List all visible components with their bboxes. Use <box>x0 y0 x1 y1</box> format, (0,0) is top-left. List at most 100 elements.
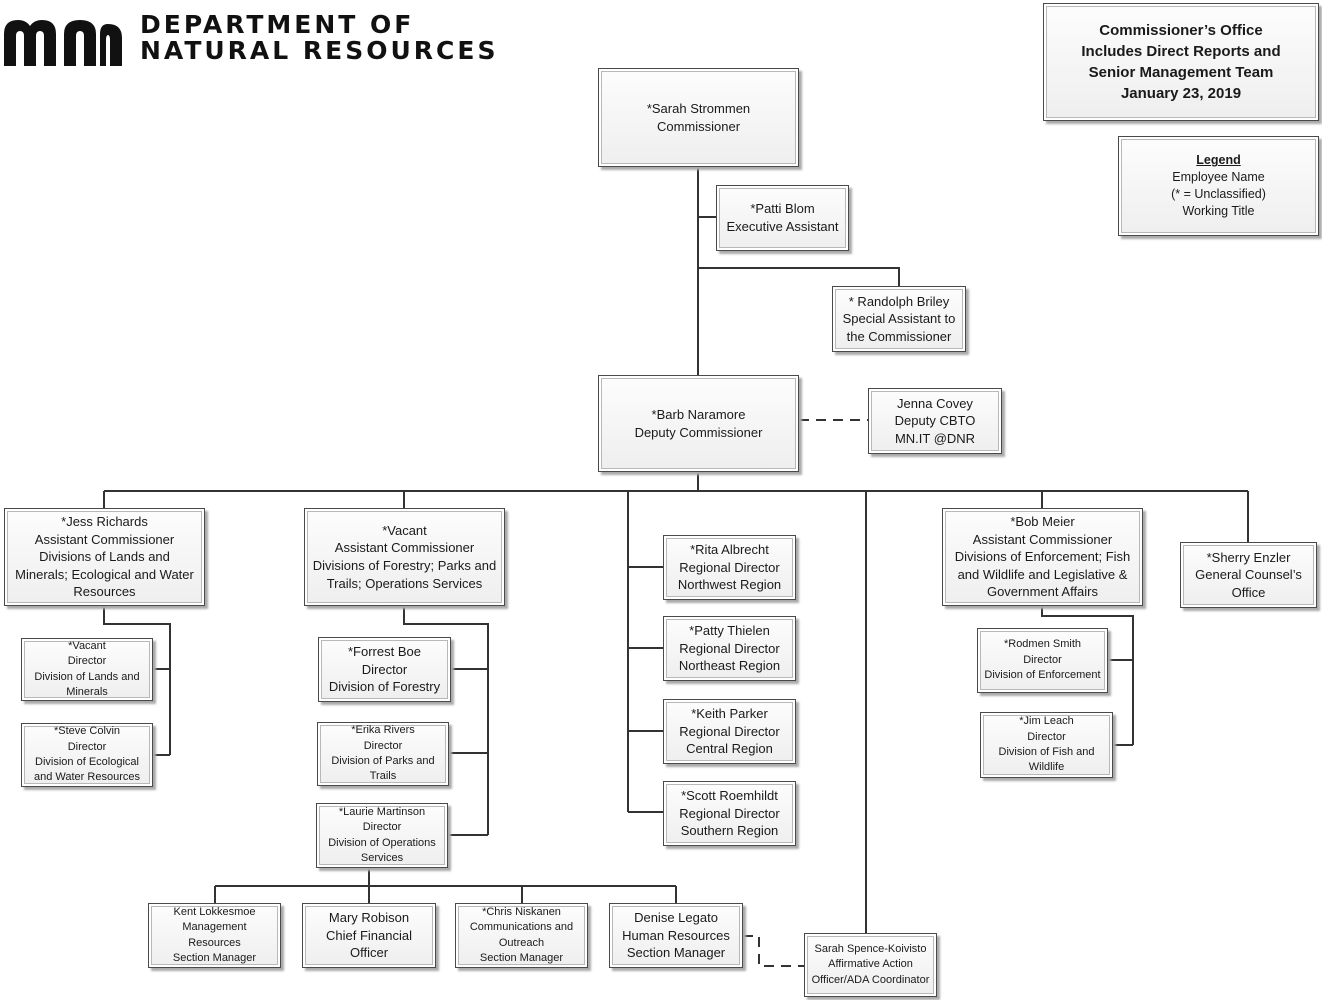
position-box-leach: *Jim Leach Director Division of Fish and… <box>980 712 1113 778</box>
position-name: *Sherry Enzler <box>1206 549 1291 565</box>
position-name: *Rodmen Smith <box>1003 638 1082 651</box>
mn-logo-icon <box>4 20 122 66</box>
position-title: Division of Ecological <box>35 756 139 768</box>
position-box-niskanen: *Chris Niskanen Communications and Outre… <box>455 903 588 968</box>
position-name: *Forrest Boe <box>348 644 421 660</box>
position-name: *Erika Rivers <box>351 724 415 737</box>
position-name: *Vacant <box>68 639 106 652</box>
position-box-thielen: *Patty Thielen Regional Director Northea… <box>663 616 796 681</box>
legend-line-3: Working Title <box>1182 203 1255 218</box>
position-title: Government Affairs <box>986 584 1099 600</box>
position-box-commissioner: *Sarah Strommen Commissioner <box>598 68 799 167</box>
position-title: Wildlife <box>1028 761 1065 774</box>
position-title: General Counsel’s <box>1195 567 1302 583</box>
position-title: Northeast Region <box>678 658 781 674</box>
position-box-spence-koivisto: Sarah Spence-Koivisto Affirmative Action… <box>804 933 937 997</box>
position-title: Director <box>67 655 107 668</box>
position-title: Divisions of Lands and <box>39 549 170 565</box>
position-box-vacant-lands-minerals: *Vacant Director Division of Lands and M… <box>21 638 153 701</box>
position-name: Denise Legato <box>634 910 718 926</box>
position-title: Regional Director <box>679 640 780 656</box>
position-box-boe: *Forrest Boe Director Division of Forest… <box>318 637 451 702</box>
position-title: Trails <box>369 770 397 783</box>
legend-line-2: (* = Unclassified) <box>1171 187 1266 201</box>
position-title: MN.IT @DNR <box>894 430 976 446</box>
position-name: *Patty Thielen <box>689 623 770 639</box>
position-title: Services <box>360 851 404 864</box>
position-title: the Commissioner <box>846 328 952 344</box>
position-box-roemhildt: *Scott Roemhildt Regional Director South… <box>663 781 796 846</box>
position-title: Division of Fish and <box>998 746 1095 758</box>
position-title: Outreach <box>498 936 545 949</box>
position-title: Division of Lands and <box>34 670 140 683</box>
position-title: Assistant Commissioner <box>34 531 175 547</box>
legend-line-1: Employee Name <box>1172 170 1265 185</box>
position-box-special-assistant: * Randolph Briley Special Assistant to t… <box>832 286 966 352</box>
position-title: Division of Enforcement <box>984 669 1101 682</box>
position-title: Management <box>182 921 247 934</box>
position-name: *Chris Niskanen <box>482 905 561 918</box>
position-title: Resources <box>73 584 136 600</box>
position-title: Communications and <box>469 921 574 934</box>
dnr-logo: DEPARTMENT OF NATURAL RESOURCES <box>4 10 495 66</box>
position-name: Mary Robison <box>328 910 410 926</box>
position-title: Officer <box>349 945 389 961</box>
position-title: Section Manager <box>172 951 257 964</box>
position-title: Section Manager <box>626 945 726 961</box>
position-name: *Steve Colvin <box>53 725 121 738</box>
position-name: *Patti Blom <box>750 201 815 217</box>
position-title: Affirmative Action <box>828 958 913 971</box>
position-title: Director <box>361 661 408 677</box>
position-box-deputy-cbto: Jenna Covey Deputy CBTO MN.IT @DNR <box>868 388 1002 454</box>
position-title: Central Region <box>686 741 773 757</box>
position-title: Director <box>1023 653 1062 666</box>
position-title: Minerals <box>66 685 108 698</box>
position-name: *Bob Meier <box>1010 514 1075 530</box>
position-title: Deputy Commissioner <box>634 424 763 440</box>
position-name: *Rita Albrecht <box>690 542 769 558</box>
position-box-executive-assistant: *Patti Blom Executive Assistant <box>716 185 849 251</box>
position-title: Minerals; Ecological and Water <box>15 566 194 582</box>
commissioners-office-header: Commissioner’s Office Includes Direct Re… <box>1043 3 1319 121</box>
position-title: Special Assistant to <box>842 311 956 327</box>
position-title: Director <box>67 740 107 753</box>
position-title: Resources <box>188 936 241 949</box>
position-box-vacant-assistant-commissioner: *Vacant Assistant Commissioner Divisions… <box>304 508 505 606</box>
position-box-legato: Denise Legato Human Resources Section Ma… <box>609 903 743 968</box>
position-box-deputy-commissioner: *Barb Naramore Deputy Commissioner <box>598 375 799 472</box>
position-name: *Barb Naramore <box>651 406 746 422</box>
position-box-colvin: *Steve Colvin Director Division of Ecolo… <box>21 723 153 787</box>
position-name: *Keith Parker <box>691 706 768 722</box>
position-box-robison: Mary Robison Chief Financial Officer <box>302 903 436 968</box>
position-title: Executive Assistant <box>726 219 839 234</box>
position-title: Chief Financial <box>326 927 412 943</box>
position-title: Trails; Operations Services <box>326 575 483 591</box>
position-title: Divisions of Enforcement; Fish <box>954 549 1131 565</box>
position-name: *Laurie Martinson <box>338 805 426 818</box>
logo-text-line-2: NATURAL RESOURCES <box>140 36 499 65</box>
legend-box: Legend Employee Name (* = Unclassified) … <box>1118 136 1319 236</box>
position-title: Division of Operations <box>328 836 436 849</box>
position-title: and Wildlife and Legislative & <box>957 566 1128 582</box>
position-name: Jenna Covey <box>897 395 973 411</box>
position-title: Southern Region <box>680 823 779 839</box>
position-title: Division of Parks and <box>331 755 435 767</box>
legend-title: Legend <box>1196 153 1241 168</box>
position-box-rivers: *Erika Rivers Director Division of Parks… <box>317 722 449 786</box>
position-title: Regional Director <box>679 559 780 575</box>
position-box-martinson: *Laurie Martinson Director Division of O… <box>316 803 448 868</box>
position-title: Officer/ADA Coordinator <box>811 973 930 986</box>
position-box-enzler: *Sherry Enzler General Counsel’s Office <box>1180 542 1317 608</box>
header-date: January 23, 2019 <box>1120 85 1242 102</box>
position-title: Assistant Commissioner <box>972 531 1113 547</box>
position-box-smith: *Rodmen Smith Director Division of Enfor… <box>977 628 1108 693</box>
position-title: and Water Resources <box>34 771 140 784</box>
position-title: Human Resources <box>622 927 730 943</box>
position-title: Regional Director <box>679 805 780 821</box>
position-name: *Vacant <box>382 522 427 538</box>
position-box-lokkesmoe: Kent Lokkesmoe Management Resources Sect… <box>148 903 281 968</box>
position-title: Divisions of Forestry; Parks and <box>312 558 497 573</box>
position-title: Division of Forestry <box>328 679 441 695</box>
position-box-richards: *Jess Richards Assistant Commissioner Di… <box>4 508 205 606</box>
